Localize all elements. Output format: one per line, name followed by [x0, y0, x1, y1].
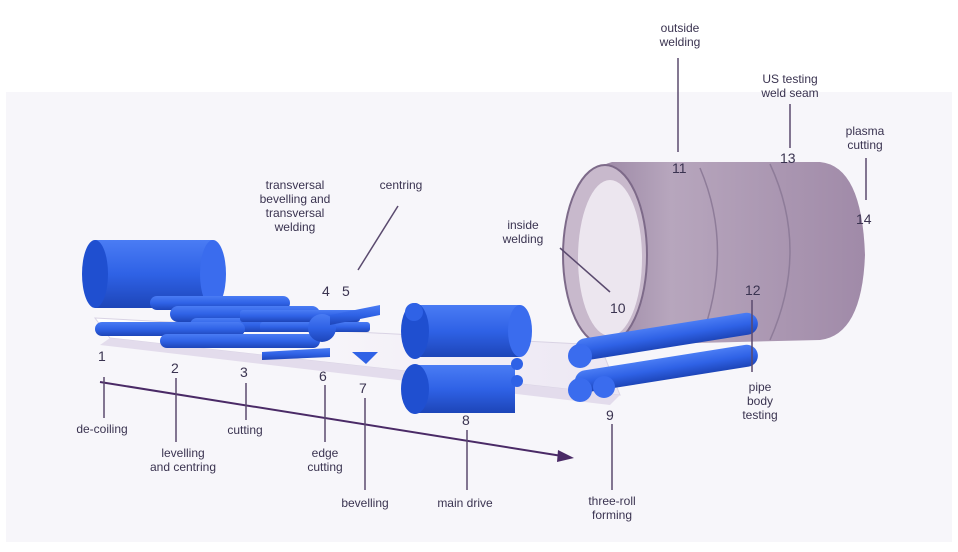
formed-pipe — [562, 162, 865, 346]
step-6-number: 6 — [319, 368, 327, 384]
step-6-label: edge cutting — [307, 446, 343, 474]
step-12-label: pipe body testing — [742, 380, 778, 422]
process-direction-arrow — [99, 381, 574, 462]
bevelling-tool — [352, 352, 378, 364]
step-5-number: 5 — [342, 283, 350, 299]
step-8-number: 8 — [462, 412, 470, 428]
leader-lines — [103, 58, 867, 490]
step-1-number: 1 — [98, 348, 106, 364]
step-9-label: three-roll forming — [588, 494, 636, 522]
step-2-label: levelling and centring — [149, 446, 217, 474]
step-13-label: US testing weld seam — [761, 72, 819, 100]
step-4-number: 4 — [322, 283, 330, 299]
step-12-number: 12 — [745, 282, 761, 298]
step-7-number: 7 — [359, 380, 367, 396]
step-8-label: main drive — [437, 496, 493, 510]
step-1-label: de-coiling — [76, 422, 128, 436]
step-14-number: 14 — [856, 211, 872, 227]
step-10-number: 10 — [610, 300, 626, 316]
step-13-number: 13 — [780, 150, 796, 166]
step-9-number: 9 — [606, 407, 614, 423]
cutting-units — [240, 305, 380, 360]
step-3-number: 3 — [240, 364, 248, 380]
step-3-label: cutting — [227, 423, 263, 437]
step-7-label: bevelling — [341, 496, 389, 510]
step-14-label: plasma cutting — [845, 124, 885, 152]
step-10-label: inside welding — [502, 218, 544, 246]
step-11-label: outside welding — [659, 21, 701, 49]
forming-rollers — [568, 312, 758, 402]
step-4-label: transversal bevelling and transversal we… — [259, 178, 331, 234]
step-2-number: 2 — [171, 360, 179, 376]
step-11-number: 11 — [672, 160, 687, 176]
main-drive — [401, 303, 532, 414]
step-5-label: centring — [379, 178, 423, 192]
